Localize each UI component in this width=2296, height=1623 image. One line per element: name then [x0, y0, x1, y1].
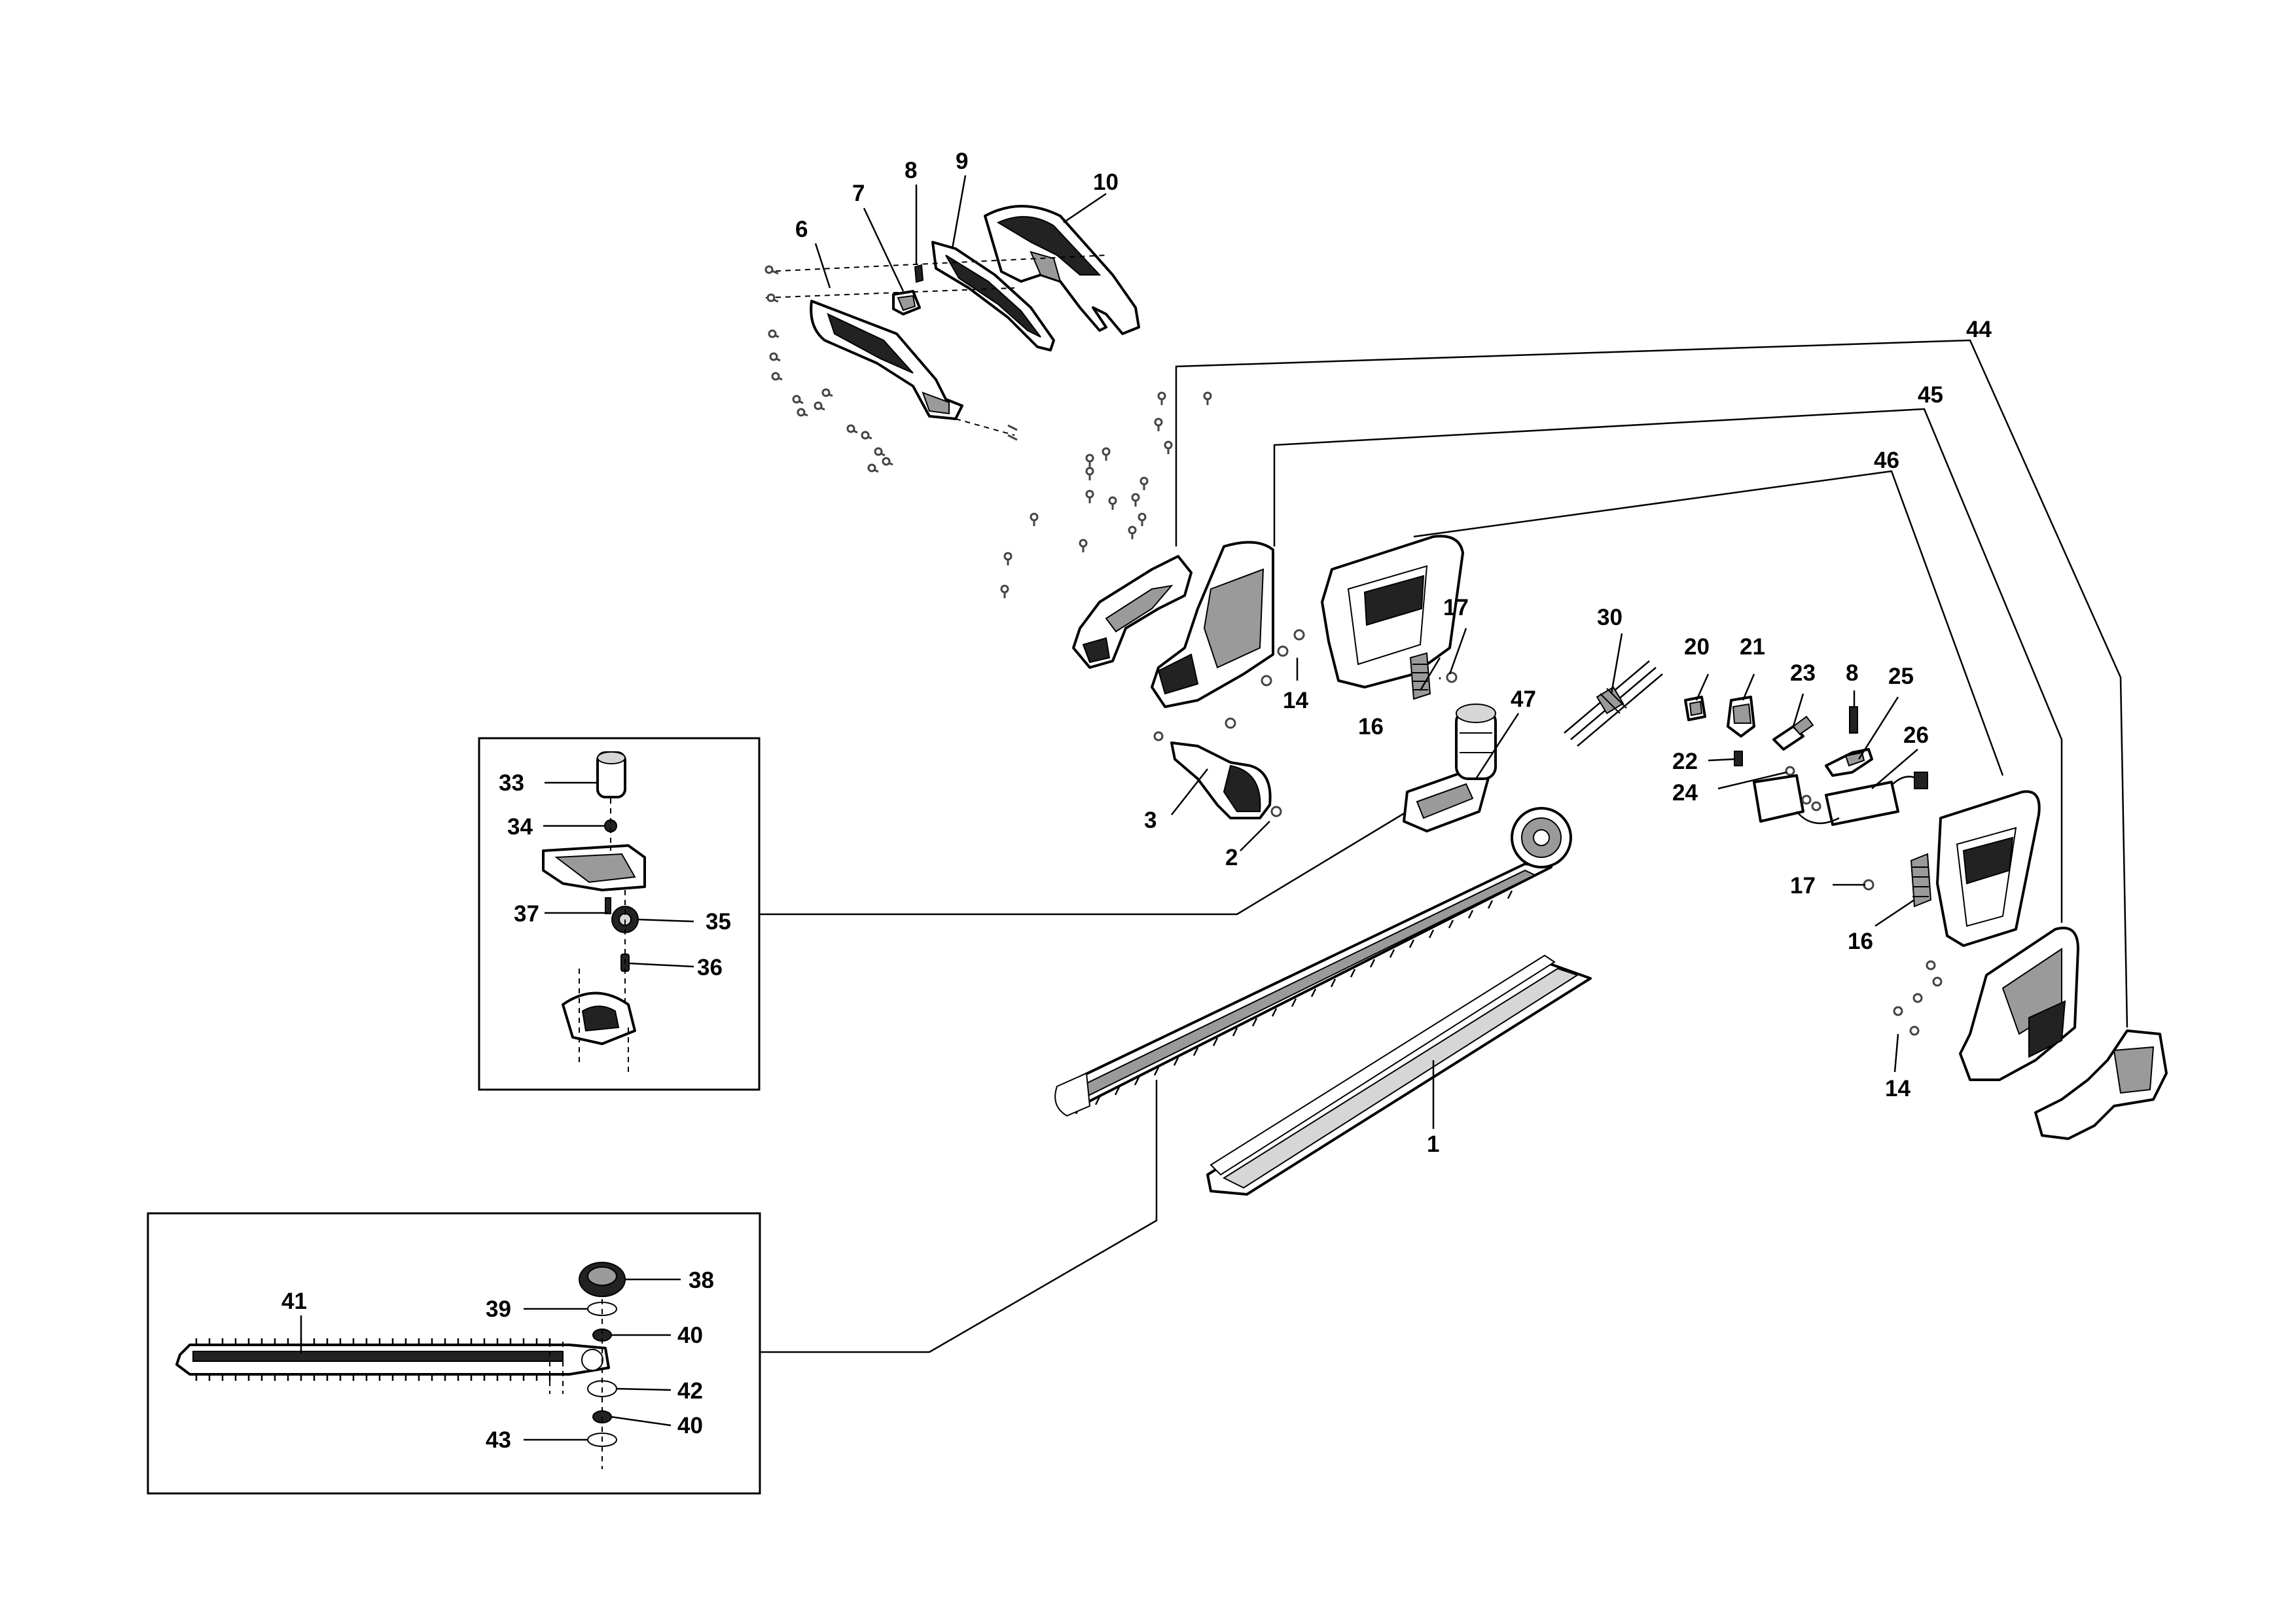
part-number-46: 46 — [1874, 448, 1899, 473]
spring-8-right — [1849, 706, 1858, 734]
part-number-21: 21 — [1740, 634, 1765, 660]
part-number-8-right: 8 — [1846, 660, 1858, 686]
part-number-35: 35 — [706, 909, 731, 935]
label-leaders — [300, 175, 1918, 1441]
part-number-20: 20 — [1684, 634, 1710, 660]
housing-part-44-left — [1072, 555, 1193, 669]
switch-lever-25 — [1825, 748, 1873, 777]
cable-clip-30 — [1564, 660, 1663, 747]
screws-14-left — [1225, 629, 1305, 729]
hedge-blade-main — [1054, 807, 1572, 1117]
front-handle-right — [984, 205, 1140, 335]
part-number-22: 22 — [1672, 749, 1698, 774]
part-number-10: 10 — [1093, 169, 1119, 195]
housing-part-44-right — [2034, 1029, 2168, 1140]
screw-3-top — [1153, 731, 1164, 741]
part-number-40: 40 — [677, 1323, 703, 1348]
part-number-33: 33 — [499, 770, 524, 796]
part-number-24: 24 — [1672, 780, 1698, 806]
screw-17-left — [1446, 671, 1458, 683]
part-number-43: 43 — [486, 1427, 511, 1453]
part-number-9: 9 — [956, 149, 968, 174]
detail-gear-housing — [542, 844, 646, 891]
part-number-38: 38 — [689, 1268, 714, 1293]
part-number-36: 36 — [697, 955, 723, 980]
spring-22 — [1734, 751, 1743, 766]
part-number-47: 47 — [1511, 687, 1536, 712]
part-number-14: 14 — [1283, 688, 1308, 713]
part-number-23: 23 — [1790, 660, 1816, 686]
housing-part-46-left — [1321, 535, 1464, 688]
leader-46 — [1413, 470, 2004, 776]
detail-gear-38 — [579, 1262, 626, 1297]
part-number-17: 17 — [1443, 595, 1469, 620]
gearbox-connector-line — [759, 810, 1408, 916]
blade-detail-box — [147, 1212, 761, 1495]
part-number-14-right: 14 — [1885, 1076, 1910, 1101]
detail-screw-37 — [605, 897, 611, 914]
part-number-44: 44 — [1966, 317, 1992, 342]
part-number-25: 25 — [1888, 664, 1914, 689]
motor-gearbox-assembly — [1403, 704, 1497, 832]
part-number-40-lower: 40 — [677, 1413, 703, 1438]
part-number-30: 30 — [1597, 605, 1623, 630]
part-number-17-right: 17 — [1790, 873, 1816, 899]
part-number-7: 7 — [852, 181, 865, 206]
housing-part-45-left — [1151, 541, 1274, 708]
blade-guard — [1206, 954, 1592, 1196]
switch-part-21 — [1727, 696, 1755, 738]
housing-part-45-right — [1959, 927, 2079, 1081]
leader-44 — [1175, 339, 2128, 1028]
part-number-45: 45 — [1918, 382, 1943, 408]
housing-screws — [1000, 391, 1212, 598]
screw-17-right — [1863, 879, 1874, 891]
part-number-42: 42 — [677, 1378, 703, 1404]
switch-module-26 — [1753, 772, 1928, 826]
switch-part-20 — [1684, 696, 1706, 721]
part-number-37: 37 — [514, 901, 539, 927]
part-number-16: 16 — [1358, 714, 1384, 740]
strain-relief-16-right — [1910, 853, 1932, 908]
rear-handle-cover — [1170, 741, 1272, 819]
handle-clip — [892, 290, 921, 315]
switch-part-23 — [1772, 715, 1814, 751]
part-number-3: 3 — [1144, 808, 1157, 833]
detail-blade-41 — [175, 1338, 610, 1381]
part-number-39: 39 — [486, 1296, 511, 1322]
part-number-34: 34 — [507, 814, 533, 840]
screw-2 — [1270, 806, 1282, 817]
housing-part-46-right — [1936, 790, 2041, 947]
leader-45 — [1273, 408, 2063, 923]
front-handle-insert — [931, 241, 1055, 351]
part-number-26: 26 — [1903, 722, 1929, 748]
part-number-1: 1 — [1427, 1132, 1439, 1157]
detail-lower-cover — [562, 991, 636, 1045]
part-number-41: 41 — [281, 1289, 307, 1314]
strain-relief-16-left — [1409, 652, 1431, 700]
part-number-16-right: 16 — [1848, 929, 1873, 954]
handle-spring — [914, 264, 924, 283]
blade-connector-line — [760, 1080, 1158, 1353]
handle-screws — [764, 265, 1018, 473]
screw-24 — [1785, 766, 1795, 776]
screws-14-right — [1893, 960, 1943, 1036]
front-handle-left — [810, 300, 963, 420]
part-number-6: 6 — [795, 217, 808, 242]
part-number-2: 2 — [1225, 845, 1238, 870]
part-number-8: 8 — [905, 158, 917, 183]
detail-motor-33 — [596, 751, 626, 798]
